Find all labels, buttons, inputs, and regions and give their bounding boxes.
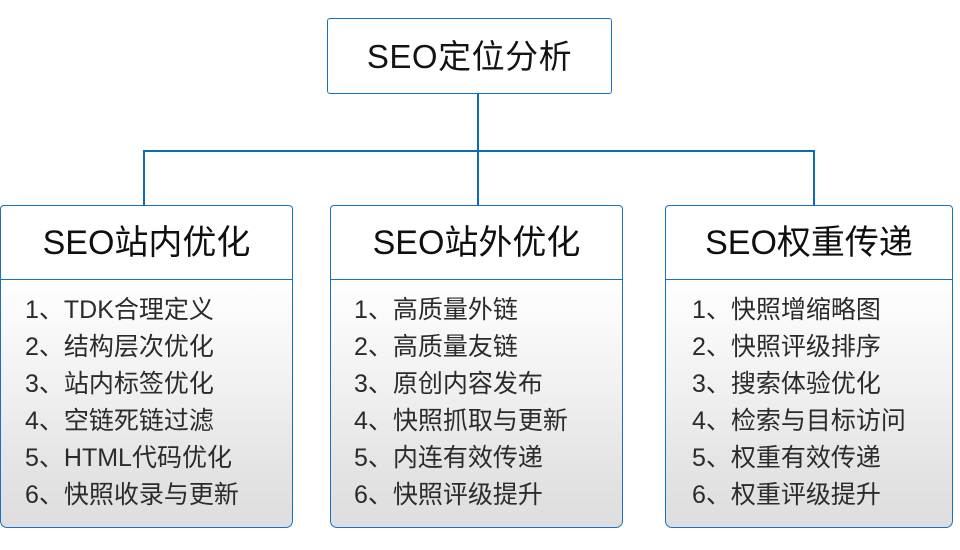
connector-drop-right (813, 150, 815, 206)
branch-item-list: 1、高质量外链 2、高质量友链 3、原创内容发布 4、快照抓取与更新 5、内连有… (331, 292, 622, 514)
list-item: 2、快照评级排序 (692, 333, 881, 362)
branch-body-seo-onsite: 1、TDK合理定义 2、结构层次优化 3、站内标签优化 4、空链死链过滤 5、H… (0, 279, 293, 529)
connector-drop-left (143, 150, 145, 206)
list-item: 6、权重评级提升 (692, 481, 881, 510)
branch-column-seo-onsite: SEO站内优化 1、TDK合理定义 2、结构层次优化 3、站内标签优化 4、空链… (0, 205, 293, 529)
list-item: 6、快照评级提升 (354, 481, 543, 510)
branch-header-label: SEO站内优化 (42, 224, 251, 262)
list-item: 4、空链死链过滤 (25, 407, 214, 436)
list-item: 5、权重有效传递 (692, 444, 881, 473)
connector-root-stem (477, 93, 479, 151)
branch-header-seo-onsite[interactable]: SEO站内优化 (0, 205, 293, 281)
list-item: 1、TDK合理定义 (25, 296, 214, 325)
list-item: 2、高质量友链 (354, 333, 518, 362)
root-node[interactable]: SEO定位分析 (327, 18, 612, 94)
list-item: 3、站内标签优化 (25, 370, 214, 399)
connector-drop-center (477, 150, 479, 206)
list-item: 1、高质量外链 (354, 296, 518, 325)
branch-item-list: 1、TDK合理定义 2、结构层次优化 3、站内标签优化 4、空链死链过滤 5、H… (1, 292, 292, 514)
branch-body-seo-weight: 1、快照增缩略图 2、快照评级排序 3、搜索体验优化 4、检索与目标访问 5、权… (665, 279, 953, 529)
list-item: 3、搜索体验优化 (692, 370, 881, 399)
list-item: 1、快照增缩略图 (692, 296, 881, 325)
branch-header-seo-weight[interactable]: SEO权重传递 (665, 205, 953, 281)
list-item: 6、快照收录与更新 (25, 481, 239, 510)
branch-header-label: SEO站外优化 (372, 224, 581, 262)
branch-column-seo-offsite: SEO站外优化 1、高质量外链 2、高质量友链 3、原创内容发布 4、快照抓取与… (330, 205, 623, 529)
list-item: 3、原创内容发布 (354, 370, 543, 399)
branch-body-seo-offsite: 1、高质量外链 2、高质量友链 3、原创内容发布 4、快照抓取与更新 5、内连有… (330, 279, 623, 529)
branch-header-label: SEO权重传递 (705, 224, 913, 262)
list-item: 4、快照抓取与更新 (354, 407, 568, 436)
list-item: 5、HTML代码优化 (25, 444, 232, 473)
list-item: 2、结构层次优化 (25, 333, 214, 362)
list-item: 4、检索与目标访问 (692, 407, 906, 436)
list-item: 5、内连有效传递 (354, 444, 543, 473)
root-node-label: SEO定位分析 (366, 37, 573, 75)
connector-horizontal-bus (143, 150, 814, 152)
branch-item-list: 1、快照增缩略图 2、快照评级排序 3、搜索体验优化 4、检索与目标访问 5、权… (666, 292, 952, 514)
branch-header-seo-offsite[interactable]: SEO站外优化 (330, 205, 623, 281)
branch-column-seo-weight: SEO权重传递 1、快照增缩略图 2、快照评级排序 3、搜索体验优化 4、检索与… (665, 205, 953, 529)
